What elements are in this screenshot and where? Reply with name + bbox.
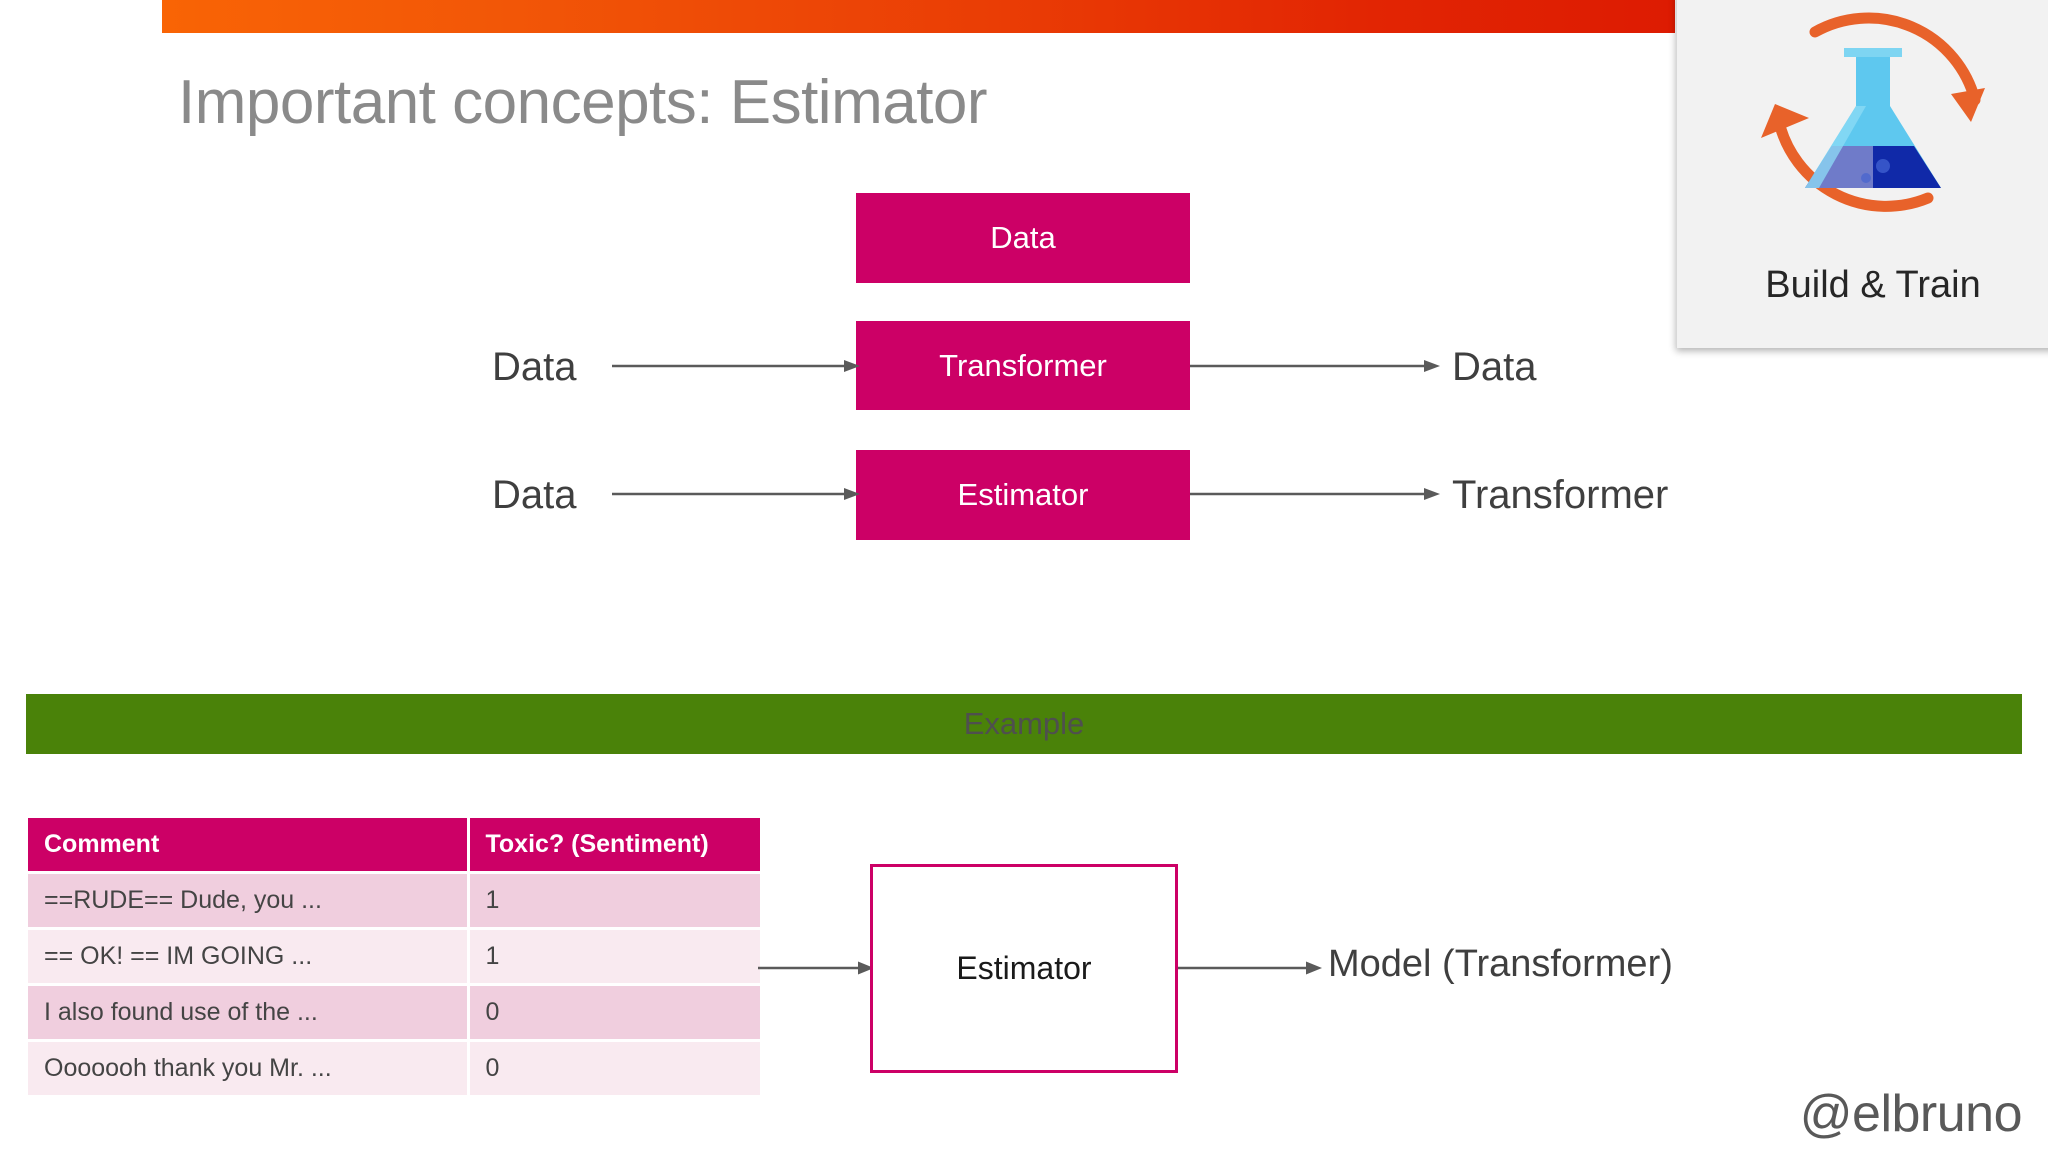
watermark: @elbruno	[1799, 1085, 2023, 1143]
diagram-input-label-estimator: Data	[492, 473, 577, 517]
cell-toxic: 1	[466, 928, 760, 985]
build-train-caption: Build & Train	[1765, 264, 1981, 306]
diagram-output-label-transformer: Data	[1452, 345, 1537, 389]
cell-toxic: 0	[466, 984, 760, 1041]
cell-toxic: 1	[466, 872, 760, 929]
diagram-output-label-estimator: Transformer	[1452, 473, 1669, 517]
cell-comment: Ooooooh thank you Mr. ...	[28, 1040, 468, 1095]
diagram-box-estimator: Estimator	[856, 450, 1190, 540]
table-row: Ooooooh thank you Mr. ... 0	[28, 1040, 760, 1095]
build-train-panel[interactable]: Build & Train	[1676, 0, 2048, 348]
diagram-box-data-label: Data	[990, 220, 1056, 255]
example-estimator-box: Estimator	[870, 864, 1178, 1073]
cell-comment: I also found use of the ...	[28, 984, 468, 1041]
diagram-input-label-transformer: Data	[492, 345, 577, 389]
example-output-label: Model (Transformer)	[1328, 943, 1673, 985]
example-estimator-label: Estimator	[956, 950, 1092, 986]
cell-comment: == OK! == IM GOING ...	[28, 928, 468, 985]
table-header-row: Comment Toxic? (Sentiment)	[28, 818, 760, 873]
column-header-toxic: Toxic? (Sentiment)	[466, 818, 760, 873]
diagram-box-estimator-label: Estimator	[957, 477, 1089, 512]
page-title: Important concepts: Estimator	[178, 68, 988, 137]
cell-toxic: 0	[466, 1040, 760, 1095]
diagram-box-data: Data	[856, 193, 1190, 283]
arrow-right-icon	[1178, 961, 1322, 975]
table-row: == OK! == IM GOING ... 1	[28, 928, 760, 985]
example-banner: Example	[26, 694, 2022, 754]
flask-cycle-icon	[1761, 12, 1985, 212]
arrow-right-icon	[612, 488, 860, 500]
example-banner-label: Example	[963, 706, 1085, 741]
arrow-right-icon	[1190, 360, 1440, 372]
column-header-comment: Comment	[28, 818, 468, 873]
arrow-right-icon	[612, 360, 860, 372]
cell-comment: ==RUDE== Dude, you ...	[28, 872, 468, 929]
example-table: Comment Toxic? (Sentiment) ==RUDE== Dude…	[28, 818, 760, 1095]
arrow-right-icon	[758, 961, 874, 975]
table-row: I also found use of the ... 0	[28, 984, 760, 1041]
diagram-box-transformer: Transformer	[856, 321, 1190, 410]
diagram-box-transformer-label: Transformer	[939, 347, 1107, 383]
top-accent-bar	[162, 0, 1675, 33]
table-row: ==RUDE== Dude, you ... 1	[28, 872, 760, 929]
arrow-right-icon	[1190, 488, 1440, 500]
